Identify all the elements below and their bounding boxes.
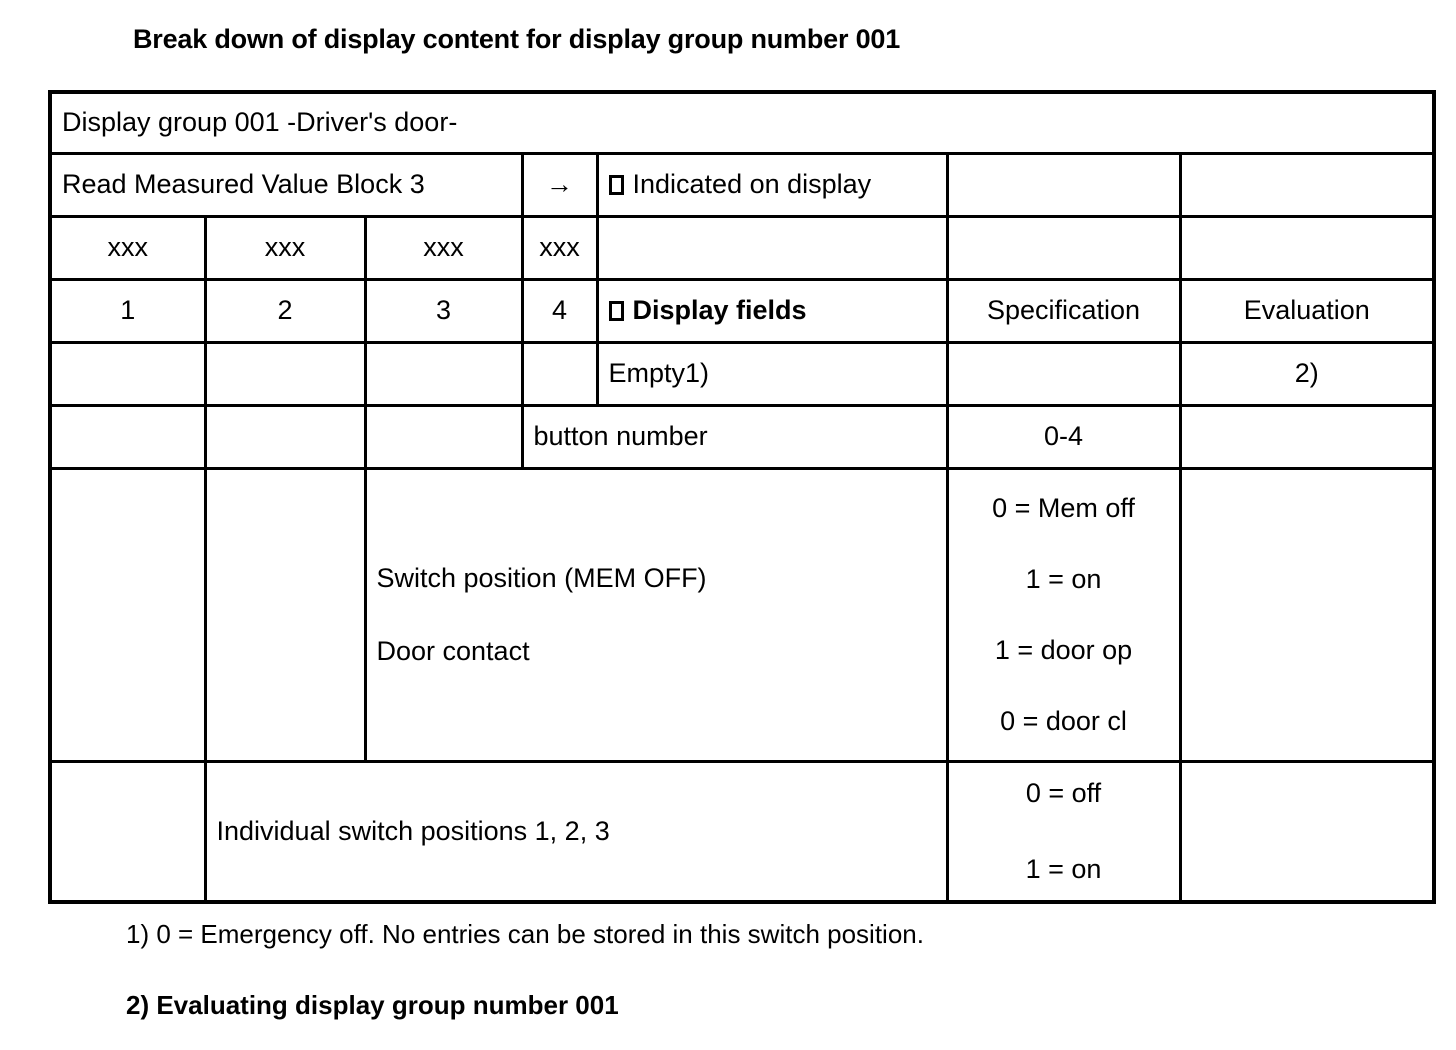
box-glyph-icon (608, 175, 624, 196)
footnote-2: 2) Evaluating display group number 001 (126, 989, 619, 1020)
table-row-empty: Empty1) 2) (48, 341, 1436, 407)
xxx-cell-1: xxx (48, 215, 207, 281)
specification-header-cell: Specification (945, 278, 1182, 344)
xxx-cell-3: xxx (363, 215, 524, 281)
spec-off: 0 = off (1025, 778, 1102, 809)
switch-position-label: Switch position (MEM OFF) (376, 562, 707, 593)
table-row-read-block: Read Measured Value Block 3 → Indicated … (48, 152, 1436, 218)
button-number-evaluation (1178, 404, 1436, 470)
spec-on: 1 = on (1025, 563, 1102, 594)
indicated-on-display-label: Indicated on display (632, 169, 872, 200)
field-number-2: 2 (203, 278, 367, 344)
box-glyph-icon (608, 301, 624, 322)
switch-position-specification: 0 = Mem off 1 = on 1 = door op 0 = door … (945, 467, 1182, 763)
switch-position-row-col2 (203, 467, 367, 763)
button-number-display-field: button number (520, 404, 949, 470)
button-number-row-col2 (203, 404, 367, 470)
xxx-row-spec-cell-empty (945, 215, 1182, 281)
table-row-group-header: Display group 001 -Driver's door- (48, 90, 1436, 155)
display-fields-header-cell: Display fields (595, 278, 949, 344)
arrow-right-icon: → (520, 152, 599, 218)
empty-row-specification (945, 341, 1182, 407)
page-title: Break down of display content for displa… (133, 24, 901, 54)
switch-position-evaluation (1178, 467, 1436, 763)
empty-row-evaluation: 2) (1178, 341, 1436, 407)
spec-on: 1 = on (1025, 853, 1102, 884)
footnote-1: 1) 0 = Emergency off. No entries can be … (126, 919, 924, 949)
spec-door-open: 1 = door op (994, 635, 1133, 665)
spec-door-closed: 0 = door cl (1000, 706, 1127, 737)
button-number-specification: 0-4 (945, 404, 1182, 470)
button-number-row-col3 (363, 404, 524, 470)
indicated-on-display-cell: Indicated on display (595, 152, 949, 218)
switch-position-display-field: Switch position (MEM OFF) Door contact (363, 467, 949, 763)
read-block-eval-cell-empty (1178, 152, 1436, 218)
display-fields-header-label: Display fields (632, 295, 807, 326)
xxx-cell-2: xxx (203, 215, 367, 281)
breakdown-table-wrapper: Display group 001 -Driver's door- Read M… (48, 90, 1437, 904)
footnotes-block: 1) 0 = Emergency off. No entries can be … (126, 920, 1326, 1019)
evaluation-header-cell: Evaluation (1178, 278, 1436, 344)
empty-row-col4 (520, 341, 599, 407)
empty-row-display-field: Empty1) (595, 341, 949, 407)
door-contact-label: Door contact (376, 636, 530, 666)
group-header-cell: Display group 001 -Driver's door- (48, 90, 1436, 155)
read-measured-value-block-cell: Read Measured Value Block 3 (48, 152, 524, 218)
field-number-3: 3 (363, 278, 524, 344)
read-block-spec-cell-empty (945, 152, 1182, 218)
xxx-row-display-cell-empty (595, 215, 949, 281)
field-number-4: 4 (520, 278, 599, 344)
table-row-column-headers: 1 2 3 4 Display fields Specification Eva… (48, 278, 1436, 344)
individual-switch-specification: 0 = off 1 = on (945, 760, 1182, 904)
display-group-breakdown-table: Display group 001 -Driver's door- Read M… (48, 90, 1437, 904)
button-number-row-col1 (48, 404, 207, 470)
spec-mem-off: 0 = Mem off (992, 492, 1135, 523)
table-row-switch-position: Switch position (MEM OFF) Door contact 0… (48, 467, 1436, 763)
table-row-button-number: button number 0-4 (48, 404, 1436, 470)
empty-row-col2 (203, 341, 367, 407)
individual-switch-row-col1 (48, 760, 207, 904)
individual-switch-display-field: Individual switch positions 1, 2, 3 (203, 760, 949, 904)
xxx-row-eval-cell-empty (1178, 215, 1436, 281)
table-row-xxx: xxx xxx xxx xxx (48, 215, 1436, 281)
table-row-individual-switch-positions: Individual switch positions 1, 2, 3 0 = … (48, 760, 1436, 904)
xxx-cell-4: xxx (520, 215, 599, 281)
empty-row-col1 (48, 341, 207, 407)
switch-position-row-col1 (48, 467, 207, 763)
field-number-1: 1 (48, 278, 207, 344)
empty-row-col3 (363, 341, 524, 407)
individual-switch-evaluation (1178, 760, 1436, 904)
